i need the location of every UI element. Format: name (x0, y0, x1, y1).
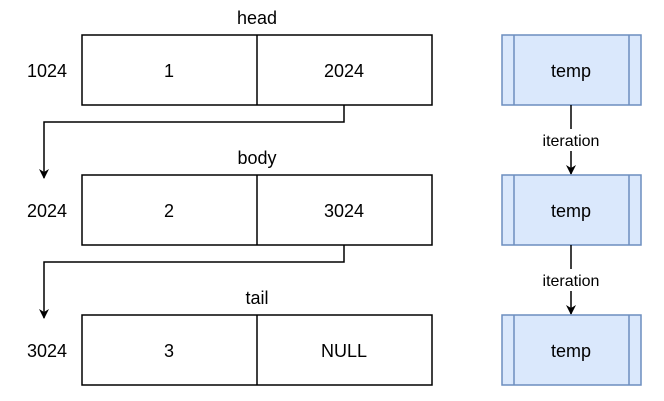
node-tail: tail 3024 3 NULL (27, 288, 433, 386)
node-next-cell: 3024 (324, 201, 364, 221)
node-address-label: 1024 (27, 61, 67, 81)
temp-label: temp (551, 61, 591, 81)
node-head: head 1024 1 2024 (27, 8, 433, 106)
temp-label: temp (551, 201, 591, 221)
node-address-label: 2024 (27, 201, 67, 221)
node-body: body 2024 2 3024 (27, 148, 433, 246)
iteration-label-bg (533, 269, 609, 291)
node-next-cell: 2024 (324, 61, 364, 81)
node-address-label: 3024 (27, 341, 67, 361)
node-value-cell: 3 (164, 341, 174, 361)
iteration-label-bg (533, 129, 609, 151)
iteration-label: iteration (543, 273, 600, 290)
next-pointer-arrow (39, 105, 345, 179)
temp-box: temp (501, 174, 642, 246)
temp-label: temp (551, 341, 591, 361)
node-name-label: tail (245, 288, 268, 308)
node-value-cell: 1 (164, 61, 174, 81)
temp-box: temp (501, 34, 642, 106)
node-value-cell: 2 (164, 201, 174, 221)
node-next-cell: NULL (321, 341, 367, 361)
temp-box: temp (501, 314, 642, 386)
node-name-label: body (237, 148, 276, 168)
node-name-label: head (237, 8, 277, 28)
iteration-label: iteration (543, 133, 600, 150)
next-pointer-arrow (39, 245, 345, 319)
